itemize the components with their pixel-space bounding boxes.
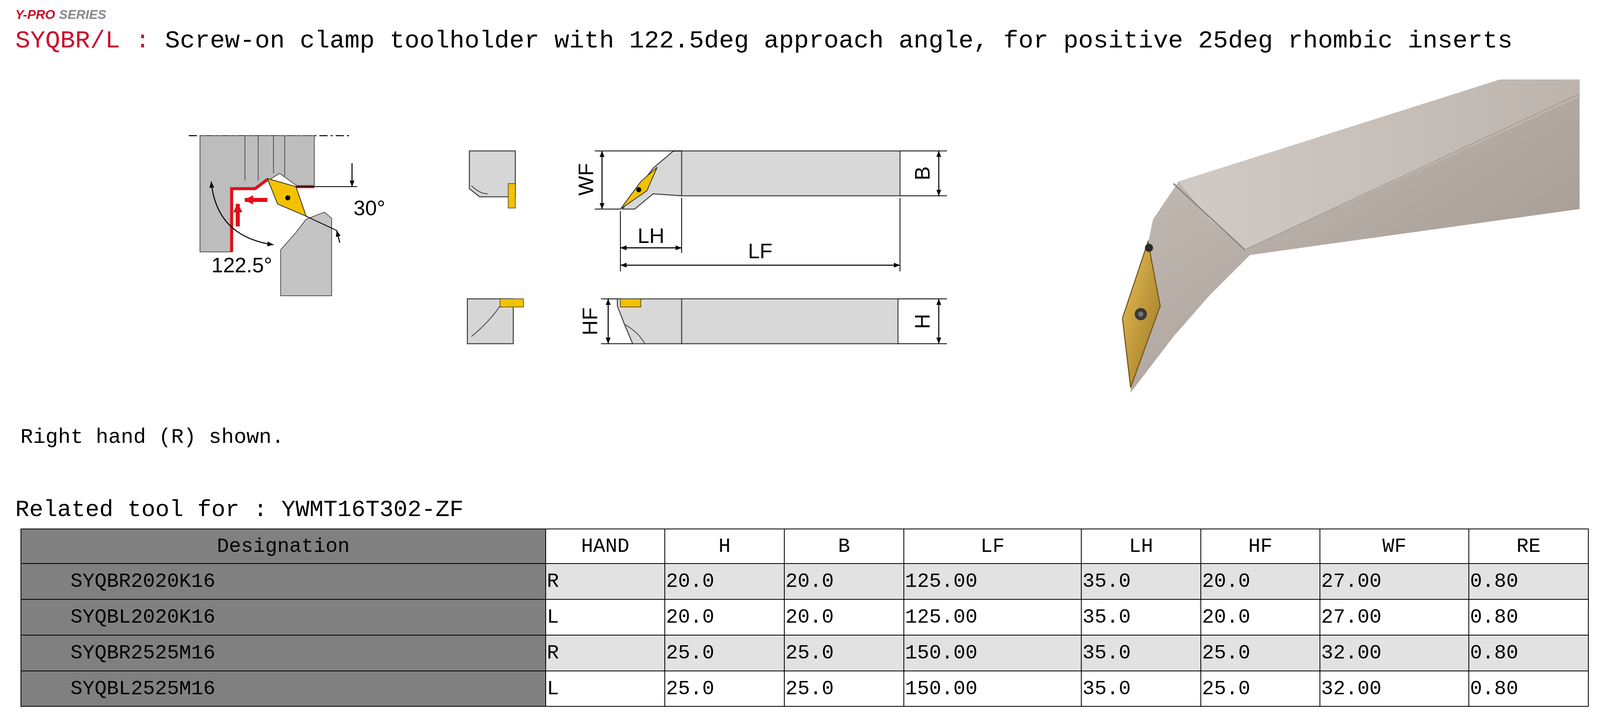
heading-title: Screw-on clamp toolholder with 122.5deg … [164,26,1513,56]
brand-name: Y-PRO [15,7,56,23]
application-sketch [188,135,357,296]
table-cell: 32.00 [1320,671,1470,708]
dimension-label: H [911,312,933,331]
tool-photo [1122,79,1580,393]
table-cell: 27.00 [1320,600,1470,636]
dimension-label: B [911,164,933,183]
table-cell: 20.0 [665,600,785,636]
table-cell: 25.0 [1201,671,1321,708]
brand-line: Y-PROSERIES [15,7,107,23]
table-cell: 150.00 [904,671,1082,708]
table-header: HAND [546,529,666,565]
heading-line: SYQBR/L : Screw-on clamp toolholder with … [15,26,1513,56]
table-cell: SYQBR2020K16 [21,564,547,600]
table-cell: 25.0 [665,635,785,672]
table-cell: SYQBR2525M16 [21,635,547,672]
dimension-angle: 30° [352,197,388,219]
series-code: SYQBR/L : [15,26,151,56]
table-header: Designation [21,529,547,565]
dimension-label: WF [575,161,597,198]
table-cell: SYQBL2525M16 [21,671,547,708]
related-tool: Related tool for : YWMT16T302-ZF [15,498,464,522]
table-cell: 150.00 [904,635,1082,672]
table-cell: 20.0 [1201,600,1321,636]
dimension-angle: 122.5° [209,254,274,276]
table-cell: 20.0 [784,600,905,636]
brand-series: SERIES [59,7,107,23]
table-header: H [665,529,785,565]
note-text: Right hand (R) shown. [20,427,285,449]
table-header: HF [1201,529,1321,565]
table-cell: 35.0 [1081,564,1202,600]
table-cell: L [546,671,666,708]
table-cell: 32.00 [1320,635,1470,672]
table-cell: 0.80 [1469,564,1589,600]
side-view [601,298,948,345]
dimension-label: LH [636,225,666,247]
table-cell: 25.0 [784,635,905,672]
table-cell: 25.0 [665,671,785,708]
table-cell: 25.0 [784,671,905,708]
table-header: LH [1081,529,1202,565]
table-cell: R [546,564,666,600]
end-views [467,150,524,344]
table-cell: 35.0 [1081,671,1202,708]
table-cell: 25.0 [1201,635,1321,672]
table-cell: R [546,635,666,672]
top-view [594,150,947,272]
table-cell: L [546,600,666,636]
table-header: WF [1320,529,1470,565]
table-cell: 0.80 [1469,671,1589,708]
table-cell: 20.0 [1201,564,1321,600]
table-cell: 0.80 [1469,635,1589,672]
table-cell: 20.0 [665,564,785,600]
table-cell: 27.00 [1320,564,1470,600]
dimension-label: HF [579,305,601,337]
table-header: LF [904,529,1082,565]
dimension-label: LF [746,240,775,262]
table-cell: 125.00 [904,564,1082,600]
table-cell: 35.0 [1081,600,1202,636]
table-cell: 125.00 [904,600,1082,636]
table-cell: 20.0 [784,564,905,600]
table-cell: 0.80 [1469,600,1589,636]
table-cell: SYQBL2020K16 [21,600,547,636]
table-cell: 35.0 [1081,635,1202,672]
table-header: RE [1469,529,1589,565]
table-header: B [784,529,905,565]
